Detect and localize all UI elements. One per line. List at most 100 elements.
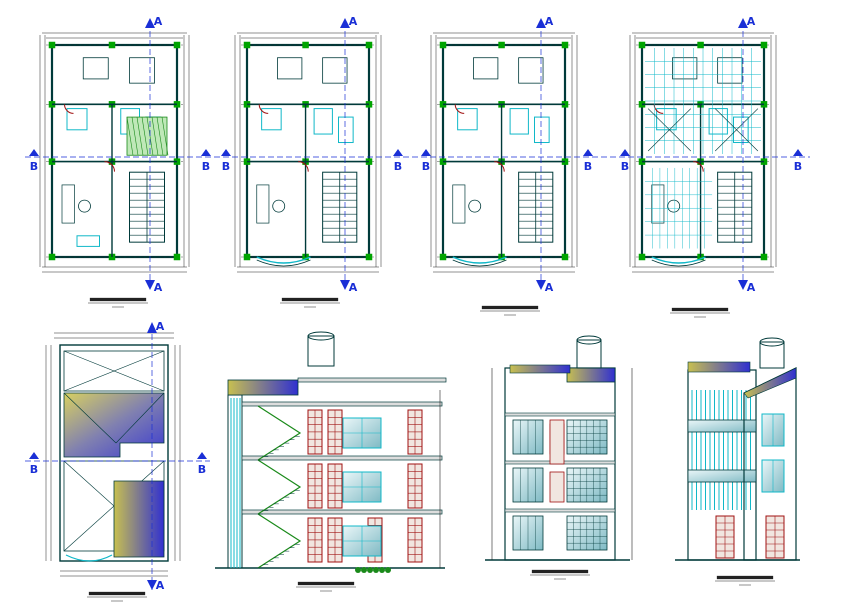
triangle-up-icon [393, 149, 403, 156]
plant-icon [367, 567, 373, 573]
sofa-icon [61, 184, 75, 224]
roof-hip [115, 392, 165, 444]
plan-title-bar [89, 297, 147, 302]
column-node [302, 41, 309, 49]
column-node [697, 41, 704, 49]
column-node [243, 41, 251, 49]
bathroom-fixture [509, 108, 529, 135]
triangle-up-icon [536, 18, 546, 28]
door-swing-icon [653, 104, 664, 114]
column-node [760, 253, 768, 261]
plant-icon [379, 567, 385, 573]
cylinder-icon [759, 337, 785, 347]
bed-icon [518, 57, 544, 84]
door-swing-icon [258, 104, 269, 114]
floor-slab [241, 455, 443, 461]
roof-hip [63, 392, 117, 444]
section-label-b: B [202, 160, 210, 173]
garden-hatch [141, 117, 149, 156]
section-label-a: A [747, 15, 756, 28]
bathroom-fixture [457, 108, 478, 131]
floor-slab [504, 508, 616, 513]
section-label-a: A [156, 320, 165, 333]
table-icon [468, 199, 482, 213]
plan-title-bar [481, 305, 539, 310]
door-icon [549, 419, 565, 465]
plan-title-bar [671, 307, 729, 312]
triangle-up-icon [145, 18, 155, 28]
stair-icon [257, 405, 302, 461]
triangle-up-icon [221, 149, 231, 156]
kitchen-fixture [338, 116, 354, 144]
plan-title-bar [281, 297, 339, 302]
glass-band [687, 419, 757, 433]
cylinder-icon [576, 339, 602, 369]
door-swing-icon [494, 161, 505, 172]
sofa-icon [651, 184, 665, 224]
triangle-up-icon [145, 280, 155, 290]
triangle-up-icon [793, 149, 803, 156]
exterior-wall [245, 43, 371, 259]
curved-balcony [256, 256, 311, 264]
column-node [638, 253, 646, 261]
garden-hatch [161, 117, 169, 156]
floor-plan [234, 32, 382, 273]
column-node [48, 41, 56, 49]
floor-plan [430, 32, 578, 273]
column-node [561, 253, 569, 261]
column-node [365, 253, 373, 261]
roof-slab [297, 377, 447, 383]
floor-plans-row [39, 32, 777, 273]
bed-icon [473, 57, 499, 80]
column-node [760, 41, 768, 49]
plan-title-bar [716, 575, 774, 580]
bathroom-fixture [656, 108, 677, 131]
roof-cross [63, 350, 165, 392]
plan-title-bar [531, 569, 589, 574]
triangle-up-icon [738, 18, 748, 28]
floor-slab [241, 401, 443, 407]
floor-slab [504, 412, 616, 417]
column-node [561, 41, 569, 49]
section-label-b: B [30, 160, 38, 173]
triangle-up-icon [197, 452, 207, 459]
door-icon [549, 471, 565, 503]
triangle-up-icon [147, 580, 157, 590]
garden-hatch [136, 117, 144, 156]
triangle-up-icon [421, 149, 431, 156]
cylinder-icon [307, 335, 335, 367]
section-label-b: B [794, 160, 802, 173]
section-label-b: B [222, 160, 230, 173]
plan-title-bar [297, 581, 355, 586]
triangle-up-icon [29, 452, 39, 459]
triangle-up-icon [583, 149, 593, 156]
floor-plan [629, 32, 777, 273]
plant-icon [373, 567, 379, 573]
kitchen-fixture [733, 116, 749, 144]
door-swing-icon [64, 104, 74, 114]
cylinder-icon [576, 335, 602, 345]
section-label-a: A [349, 281, 358, 294]
section-label-b: B [422, 160, 430, 173]
column-node [243, 253, 251, 261]
exterior-wall [441, 43, 567, 259]
bathroom-fixture [313, 108, 333, 135]
section-label-b: B [584, 160, 592, 173]
column-node [498, 41, 505, 49]
triangle-up-icon [536, 280, 546, 290]
roof-cross [714, 108, 759, 152]
plan-title-bar [88, 591, 146, 596]
section-label-a: A [545, 15, 554, 28]
triangle-up-icon [201, 149, 211, 156]
bed-icon [672, 57, 698, 80]
sofa-icon [452, 184, 466, 224]
roof-parapet [566, 367, 616, 383]
plant-icon [361, 567, 367, 573]
section-label-b: B [394, 160, 402, 173]
garden-hatch [156, 117, 164, 156]
sloped-roof-panel [743, 367, 797, 399]
table-icon [667, 199, 681, 213]
cylinder-icon [307, 331, 335, 341]
